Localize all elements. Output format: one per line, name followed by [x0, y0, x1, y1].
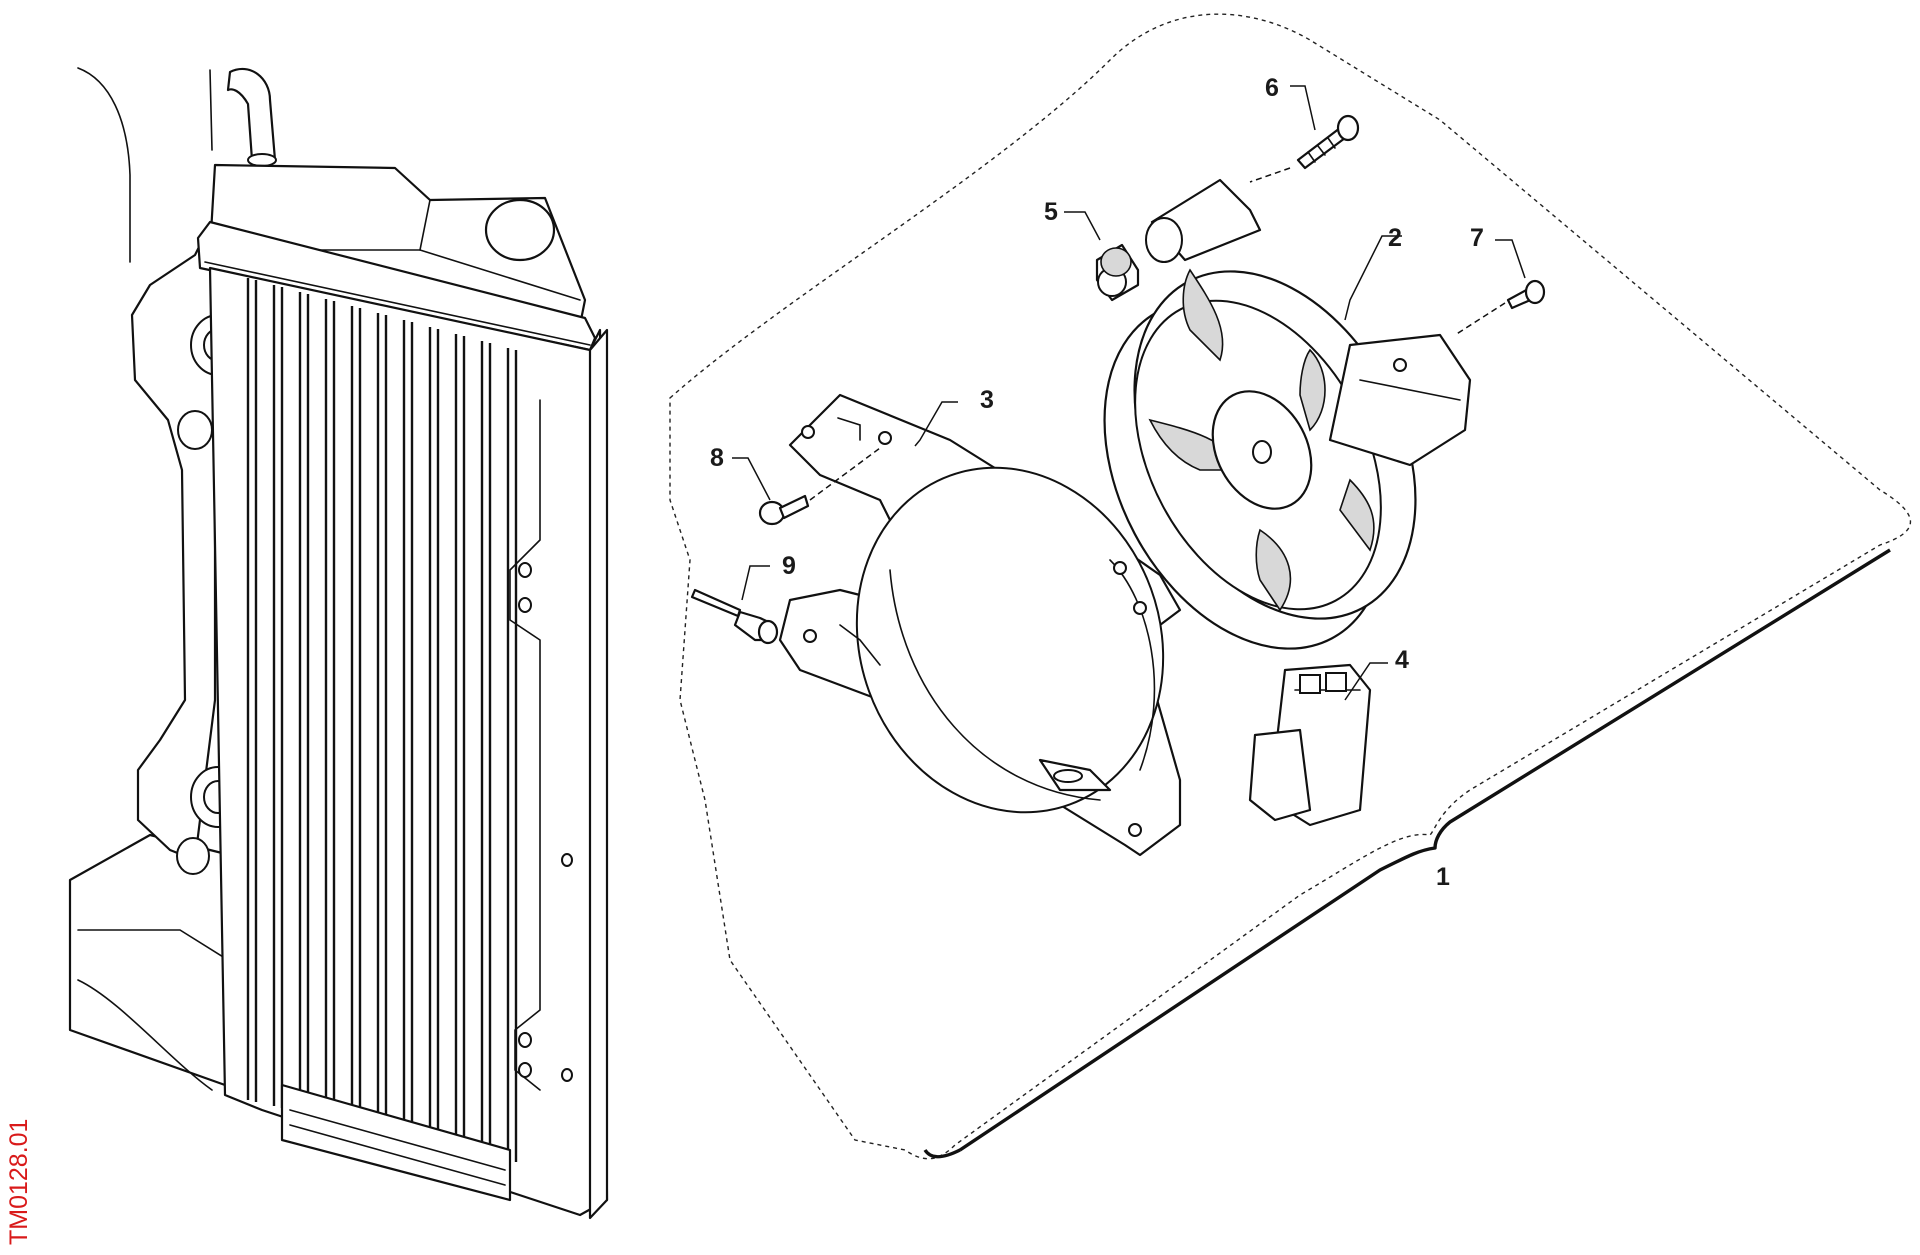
- callout-7: 7: [1470, 224, 1484, 252]
- fastener-screw-8: [758, 447, 881, 526]
- callout-leaders: [732, 85, 1526, 701]
- callout-6: 6: [1265, 74, 1279, 102]
- electrical-connector: [1248, 663, 1372, 827]
- callout-8: 8: [710, 444, 724, 472]
- radiator-fin: [506, 348, 518, 1162]
- callout-labels: 1 2 3 4 5 6 7 8 9: [710, 74, 1484, 891]
- fastener-screw-7: [1454, 279, 1546, 336]
- cooling-fan: [1103, 178, 1472, 650]
- callout-2: 2: [1388, 224, 1402, 252]
- radiator-fin: [272, 285, 284, 1108]
- rubber-spacer: [1095, 243, 1140, 302]
- radiator-fin: [402, 320, 414, 1138]
- radiator-fin: [428, 327, 440, 1144]
- radiator-fin: [454, 334, 466, 1150]
- radiator-fin: [480, 341, 492, 1156]
- callout-3: 3: [980, 386, 994, 414]
- callout-9: 9: [782, 552, 796, 580]
- document-code: TM0128.01: [5, 1119, 33, 1245]
- assembly-brace: [923, 548, 1891, 1159]
- radiator-fin: [376, 313, 388, 1132]
- callout-4: 4: [1395, 646, 1409, 674]
- callout-5: 5: [1044, 198, 1058, 226]
- assembly-boundary: [669, 13, 1912, 1160]
- radiator-fin: [246, 278, 258, 1102]
- radiator: [68, 67, 609, 1220]
- callout-1: 1: [1436, 863, 1450, 891]
- radiator-core-fins: [246, 278, 518, 1162]
- radiator-fin: [350, 306, 362, 1126]
- fan-shroud: [778, 393, 1182, 857]
- fastener-rivet-9: [690, 588, 779, 645]
- radiator-fin: [324, 299, 336, 1120]
- radiator-fin: [298, 292, 310, 1114]
- fastener-screw-6: [1249, 114, 1360, 183]
